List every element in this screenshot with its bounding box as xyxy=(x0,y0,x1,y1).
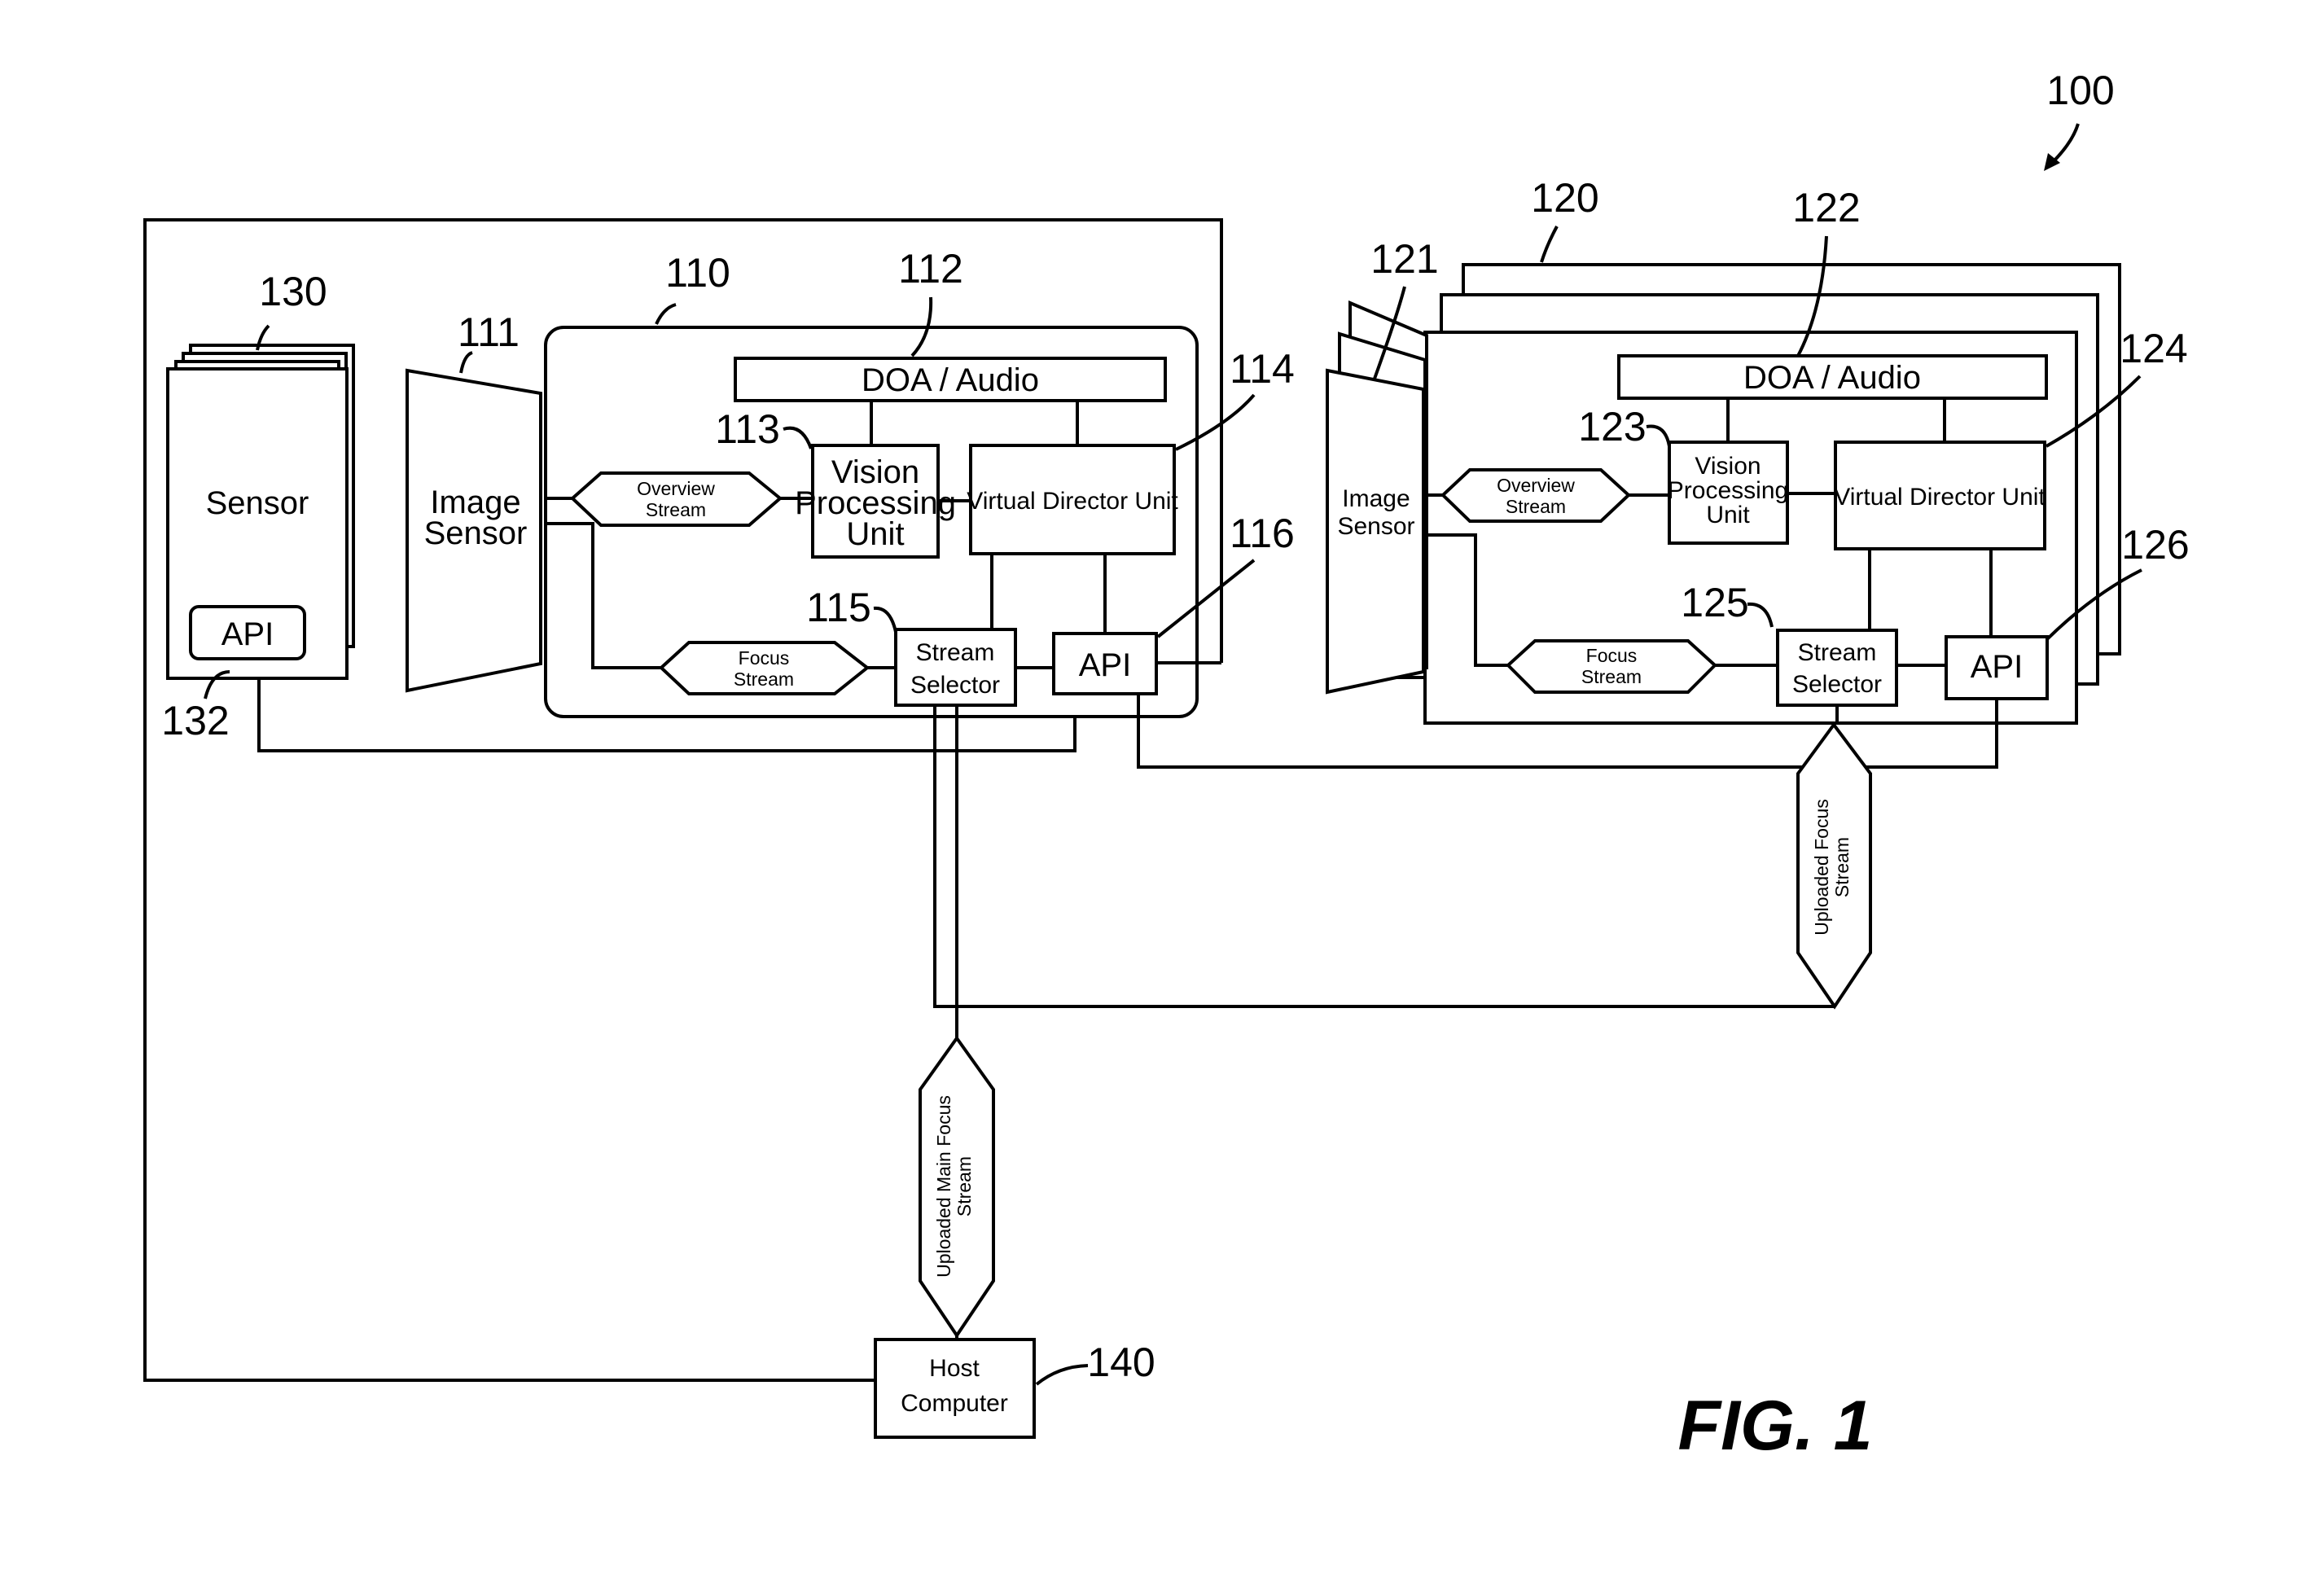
main-selector-line2: Selector xyxy=(910,672,1000,699)
secondary-focus-line1: Focus xyxy=(1586,645,1638,666)
sensor-unit-130: Sensor API 130 132 xyxy=(161,269,355,743)
ref-130: 130 xyxy=(259,269,327,314)
uploaded-focus-line1: Uploaded Focus xyxy=(1811,799,1832,936)
main-upload-line-a xyxy=(933,705,1835,1008)
ref-115: 115 xyxy=(806,585,871,630)
ref-140: 140 xyxy=(1087,1340,1155,1385)
leader-112 xyxy=(910,296,933,357)
main-vpu-line1: Vision xyxy=(831,454,919,490)
secondary-api-box xyxy=(1945,635,2049,700)
ref-111: 111 xyxy=(458,309,520,355)
uploaded-main-focus-line1: Uploaded Main Focus xyxy=(933,1095,954,1278)
leader-140 xyxy=(1035,1364,1089,1386)
main-overview-line1: Overview xyxy=(637,478,715,499)
leader-126 xyxy=(2046,568,2142,641)
sensor-api-label: API xyxy=(221,616,274,652)
ref-113: 113 xyxy=(715,406,780,452)
secondary-stream-selector xyxy=(1776,629,1898,707)
secondary-vpu-line1: Vision xyxy=(1695,453,1761,480)
main-vdu-box xyxy=(969,444,1176,555)
host-line2: Computer xyxy=(901,1390,1008,1417)
secondary-selector-line2: Selector xyxy=(1792,671,1882,698)
secondary-selector-line1: Stream xyxy=(1798,639,1877,666)
leader-132 xyxy=(204,670,230,699)
uploaded-main-focus-line2: Stream xyxy=(954,1156,975,1217)
ref-132: 132 xyxy=(161,698,229,743)
secondary-cameras-120: Image Sensor DOA / Audio Vision Processi… xyxy=(1326,175,2190,725)
secondary-vpu-line2: Processing xyxy=(1668,477,1788,504)
leader-110 xyxy=(655,303,677,325)
leader-121 xyxy=(1373,286,1406,379)
ref-126: 126 xyxy=(2121,522,2189,568)
host-line1: Host xyxy=(929,1355,980,1382)
ref-123: 123 xyxy=(1578,404,1646,449)
sensor-label: Sensor xyxy=(206,485,309,521)
host-computer-140: Host Computer 140 xyxy=(874,1338,1155,1439)
ref-120: 120 xyxy=(1531,175,1598,221)
main-image-sensor-line2: Sensor xyxy=(424,515,528,551)
system-reference-100: 100 xyxy=(2044,68,2115,171)
ref-124: 124 xyxy=(2120,326,2187,371)
secondary-overview-line2: Stream xyxy=(1506,496,1566,517)
ref-100: 100 xyxy=(2046,68,2114,113)
leader-111 xyxy=(459,351,473,374)
leader-114 xyxy=(1175,393,1256,451)
main-image-sensor-line1: Image xyxy=(430,484,520,520)
main-focus-line2: Stream xyxy=(734,669,794,690)
ref-110: 110 xyxy=(665,250,730,296)
leader-116 xyxy=(1156,559,1256,638)
leader-113 xyxy=(783,426,813,449)
ref-114: 114 xyxy=(1230,346,1295,392)
main-overview-line2: Stream xyxy=(646,499,706,520)
main-focus-line1: Focus xyxy=(739,647,790,669)
secondary-doa-label: DOA / Audio xyxy=(1743,360,1921,396)
arrow-100-shaft xyxy=(2050,123,2080,164)
uploaded-focus-stream xyxy=(1796,721,1872,1010)
main-camera-110: Image Sensor DOA / Audio Vision Processi… xyxy=(406,246,1295,718)
secondary-image-sensor xyxy=(1326,368,1425,695)
ref-121: 121 xyxy=(1370,236,1438,282)
main-doa-label: DOA / Audio xyxy=(862,362,1039,398)
ref-112: 112 xyxy=(898,246,963,292)
secondary-api-label: API xyxy=(1971,649,2023,685)
host-computer-box xyxy=(874,1338,1036,1439)
main-stream-selector xyxy=(894,628,1017,707)
ref-122: 122 xyxy=(1792,185,1860,230)
secondary-image-sensor-line2: Sensor xyxy=(1337,513,1414,540)
main-enclosure xyxy=(143,218,1223,1382)
leader-130 xyxy=(256,324,270,351)
sensor-api-box xyxy=(189,605,306,660)
main-doa-box xyxy=(734,357,1167,402)
main-api-label: API xyxy=(1079,647,1131,683)
leader-125 xyxy=(1747,602,1774,628)
secondary-image-sensor-line1: Image xyxy=(1342,485,1410,512)
main-vdu-label: Virtual Director Unit xyxy=(967,488,1178,515)
main-vpu-line2: Processing xyxy=(795,485,956,521)
secondary-overview-line1: Overview xyxy=(1497,475,1575,496)
ref-116: 116 xyxy=(1230,511,1295,556)
main-image-sensor xyxy=(406,368,542,693)
secondary-vpu-line3: Unit xyxy=(1706,502,1750,528)
secondary-vdu-label: Virtual Director Unit xyxy=(1834,484,2046,511)
ref-125: 125 xyxy=(1681,580,1748,625)
secondary-vdu-box xyxy=(1834,441,2046,550)
leader-120 xyxy=(1540,226,1559,263)
secondary-focus-line2: Stream xyxy=(1581,666,1642,687)
figure-caption: FIG. 1 xyxy=(1678,1387,1873,1465)
api-interconnect xyxy=(1137,694,1998,769)
leader-122 xyxy=(1796,235,1828,357)
arrow-100-head xyxy=(2044,153,2060,171)
leader-123 xyxy=(1646,424,1671,447)
leader-124 xyxy=(2046,375,2142,448)
sensor-api-link xyxy=(257,677,1076,752)
main-selector-line1: Stream xyxy=(916,639,995,666)
secondary-doa-box xyxy=(1617,354,2048,400)
leader-115 xyxy=(873,606,897,633)
main-vpu-line3: Unit xyxy=(846,516,904,552)
uploaded-focus-line2: Stream xyxy=(1831,837,1853,897)
